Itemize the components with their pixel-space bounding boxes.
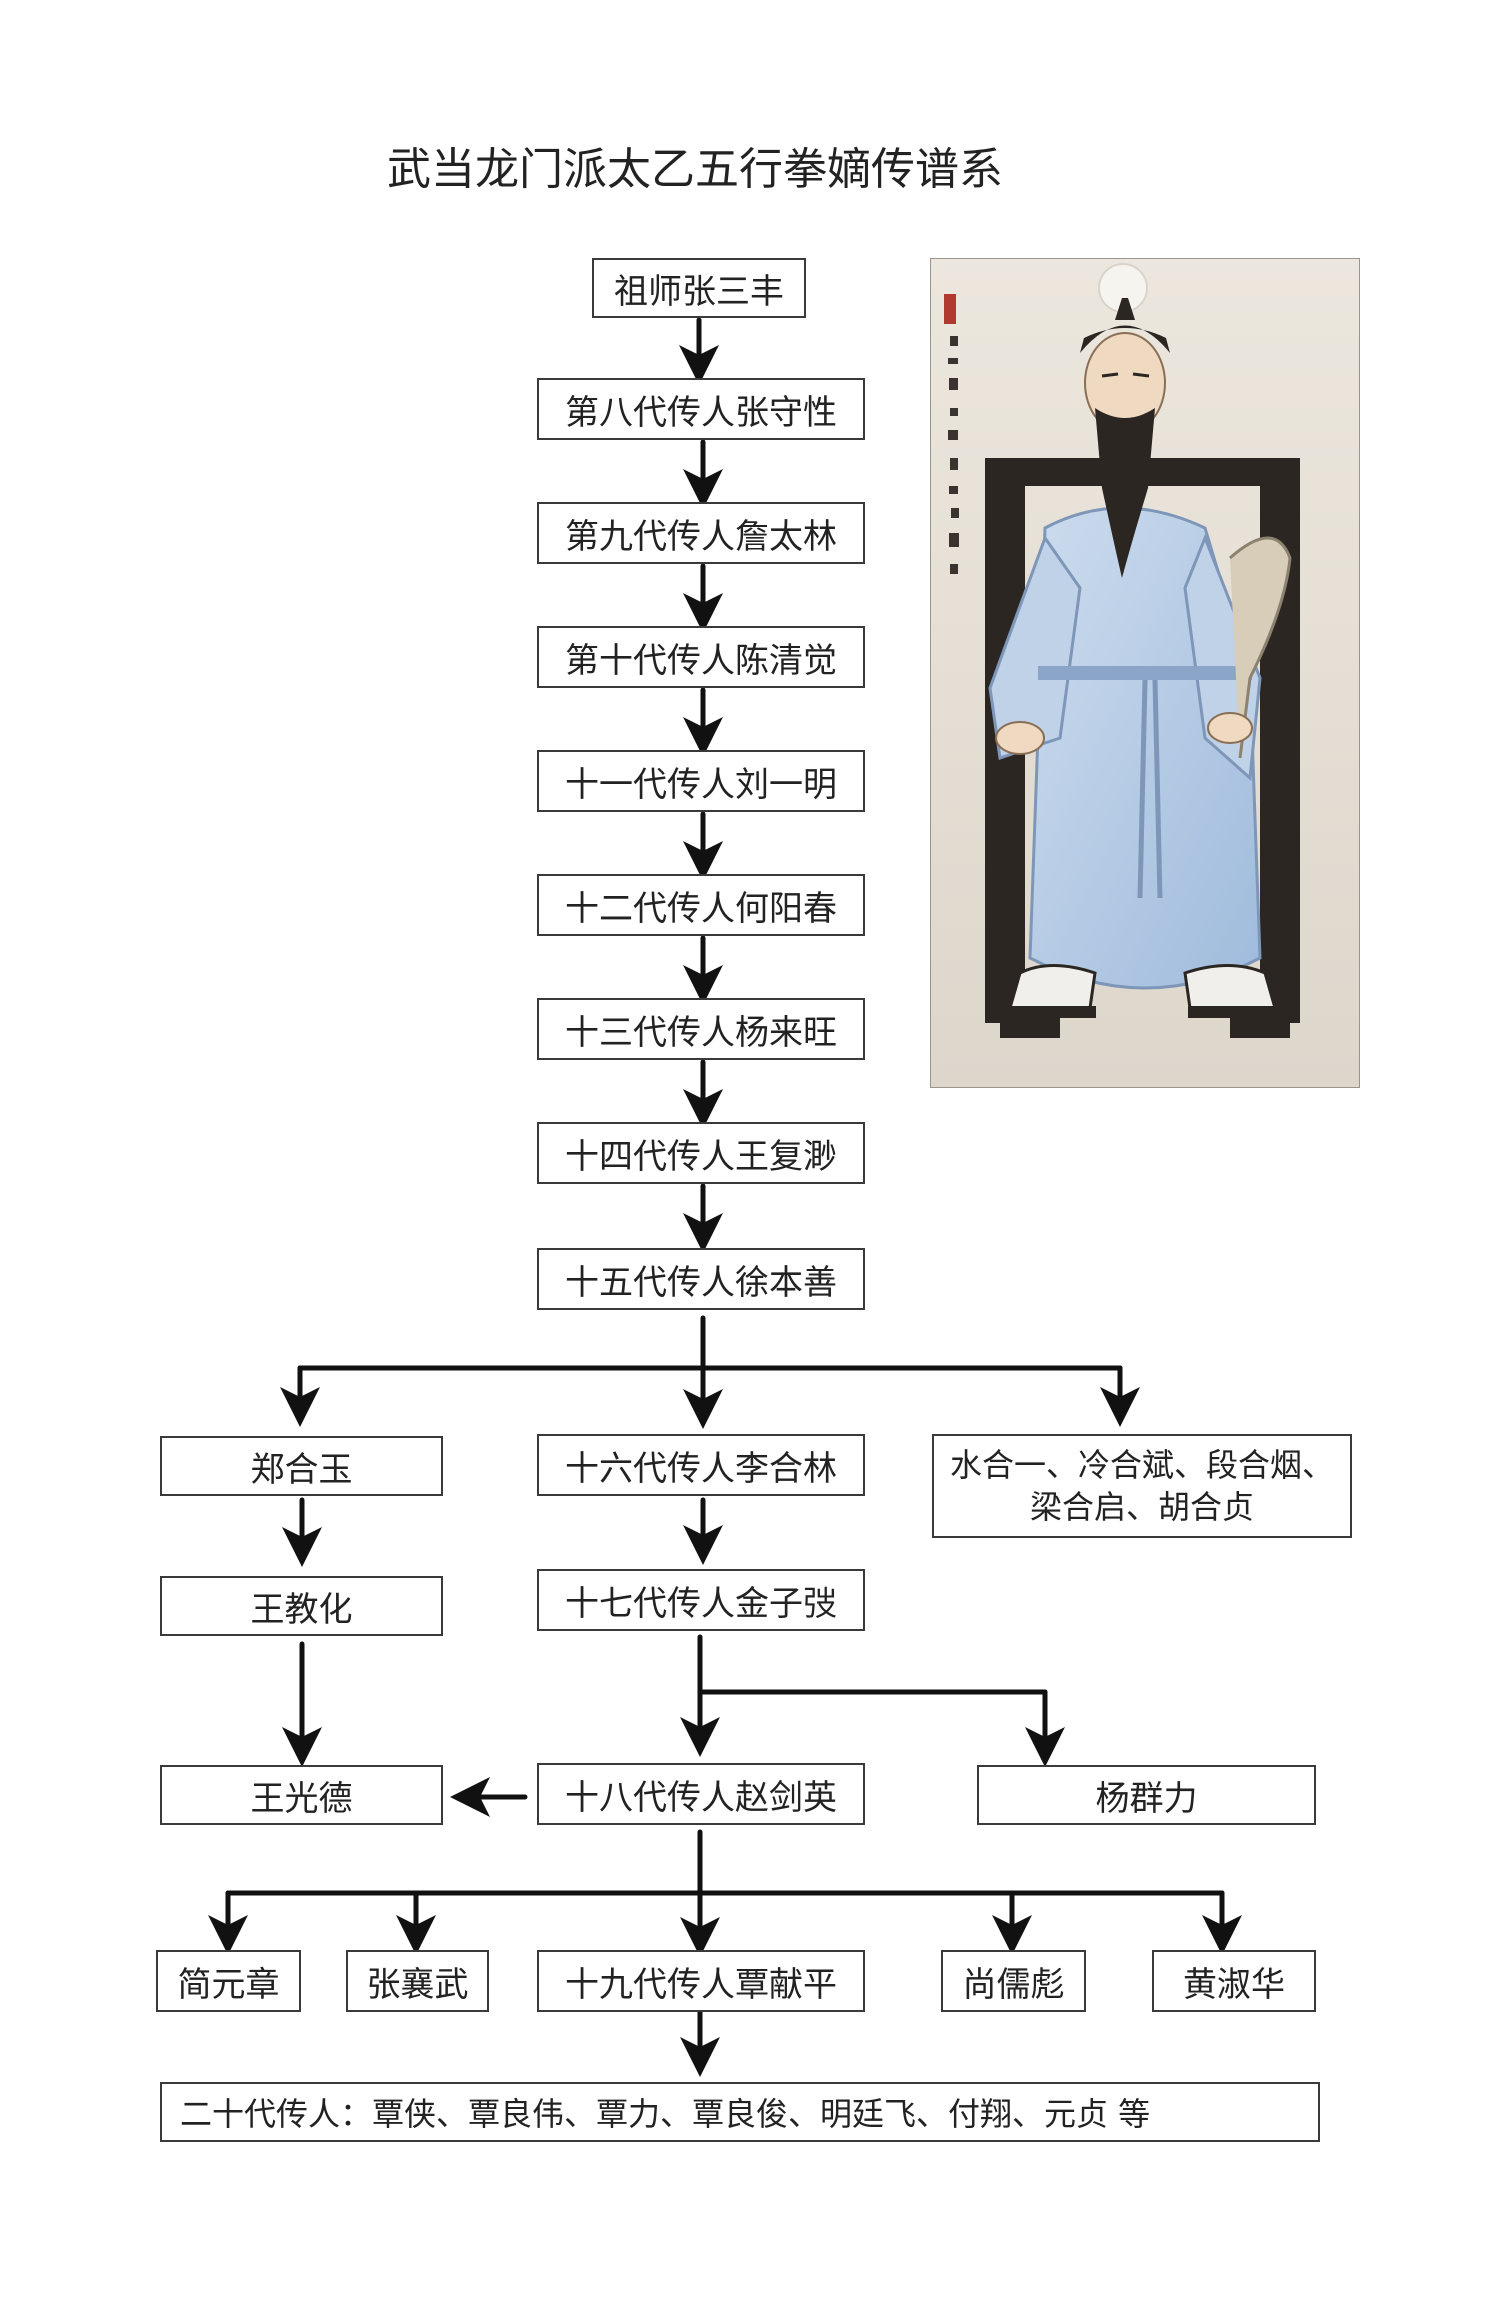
founder-portrait [930, 258, 1360, 1088]
peer-node-19-c: 尚儒彪 [941, 1950, 1086, 2012]
lineage-node-gen-8: 第八代传人张守性 [537, 378, 865, 440]
page-title: 武当龙门派太乙五行拳嫡传谱系 [387, 144, 1003, 195]
lineage-node-founder: 祖师张三丰 [592, 258, 806, 318]
branch-node-left-3: 王光德 [160, 1765, 443, 1825]
lineage-node-gen-9: 第九代传人詹太林 [537, 502, 865, 564]
lineage-node-gen-16: 十六代传人李合林 [537, 1434, 865, 1496]
lineage-node-gen-11: 十一代传人刘一明 [537, 750, 865, 812]
peer-node-19-a: 简元章 [156, 1950, 301, 2012]
lineage-node-gen-19: 十九代传人覃献平 [537, 1950, 865, 2012]
branch-node-right-18: 杨群力 [977, 1765, 1316, 1825]
lineage-node-gen-17: 十七代传人金子弢 [537, 1569, 865, 1631]
branch-node-left-2: 王教化 [160, 1576, 443, 1636]
peer-node-19-d: 黄淑华 [1152, 1950, 1316, 2012]
lineage-node-gen-20: 二十代传人：覃侠、覃良伟、覃力、覃良俊、明廷飞、付翔、元贞 等 [160, 2082, 1320, 2142]
lineage-node-gen-18: 十八代传人赵剑英 [537, 1763, 865, 1825]
branch-node-left-1: 郑合玉 [160, 1436, 443, 1496]
lineage-node-gen-12: 十二代传人何阳春 [537, 874, 865, 936]
lineage-node-gen-13: 十三代传人杨来旺 [537, 998, 865, 1060]
lineage-node-gen-15: 十五代传人徐本善 [537, 1248, 865, 1310]
lineage-node-gen-10: 第十代传人陈清觉 [537, 626, 865, 688]
lineage-node-gen-14: 十四代传人王复渺 [537, 1122, 865, 1184]
branch-node-right-16: 水合一、冷合斌、段合烟、梁合启、胡合贞 [932, 1434, 1352, 1538]
peer-node-19-b: 张襄武 [346, 1950, 489, 2012]
